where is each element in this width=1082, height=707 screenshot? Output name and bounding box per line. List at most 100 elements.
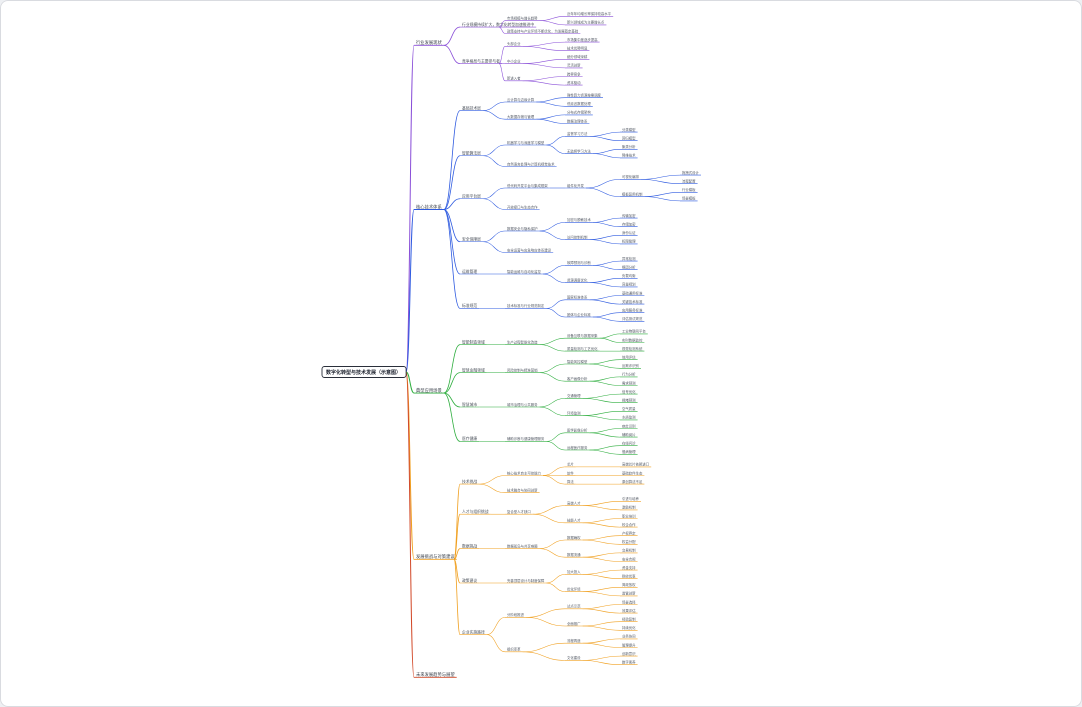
topic-node[interactable]: 分阶段推进 [505,612,526,618]
topic-node[interactable]: 风险控制与精准营销 [505,367,540,373]
topic-node[interactable]: 智能运维与自动化监控 [505,269,543,275]
topic-node[interactable]: 高端芯片依赖进口 [620,462,652,468]
topic-node[interactable]: 资金支持 [620,565,638,571]
topic-node[interactable]: 回归模型 [620,136,638,141]
topic-node[interactable]: 人才与组织挑战 [460,509,491,515]
topic-node[interactable]: 反欺诈识别 [620,363,641,369]
branch-node[interactable]: 未来发展趋势与展望 [414,671,457,678]
topic-node[interactable]: 简政放权 [620,582,638,588]
topic-node[interactable]: 数字素养 [620,660,638,666]
topic-node[interactable]: 场景模板 [680,196,698,202]
topic-node[interactable]: 行为分析 [620,372,638,378]
topic-node[interactable]: 开放接口与生态合作 [505,204,540,210]
topic-node[interactable]: 加密与脱敏技术 [565,217,593,223]
topic-node[interactable]: 机器学习与深度学习模型 [505,140,547,146]
topic-node[interactable]: 视觉检测系统 [620,346,645,352]
topic-node[interactable]: 技术优势明显 [565,46,590,52]
topic-node[interactable]: 原创算法不足 [620,479,645,485]
topic-node[interactable]: 信用评估 [620,355,638,361]
topic-node[interactable]: 细分领域深耕 [565,54,590,60]
topic-node[interactable]: 校企合作 [620,522,638,528]
topic-node[interactable]: 医学影像分析 [565,428,590,434]
topic-node[interactable]: 激励机制 [620,505,638,511]
topic-node[interactable]: 病灶识别 [620,423,638,429]
topic-node[interactable]: 容量规划 [620,282,638,288]
topic-node[interactable]: 拖拽式设计 [680,170,701,176]
topic-node[interactable]: 监管创新 [620,591,638,597]
topic-node[interactable]: 访问控制机制 [565,234,590,240]
topic-node[interactable]: 智慧城市 [460,402,480,408]
topic-node[interactable]: 数据安全与隐私保护 [505,226,540,232]
topic-node[interactable]: 产权界定 [620,531,638,537]
topic-node[interactable]: 负载均衡 [620,273,638,279]
topic-node[interactable]: 算法 [565,479,576,485]
topic-node[interactable]: 行业模板 [680,187,698,193]
topic-node[interactable]: 试点示范 [565,604,583,610]
branch-node[interactable]: 行业发展现状 [414,39,444,46]
topic-node[interactable]: 市场规模与增长趋势 [505,15,540,21]
branch-node[interactable]: 典型应用场景 [414,387,444,394]
topic-node[interactable]: 模板复用机制 [620,191,645,197]
topic-node[interactable]: 政策建议 [460,578,480,584]
topic-node[interactable]: 传输加密 [620,213,638,219]
topic-node[interactable]: 市场集中度逐步提高 [565,37,600,43]
topic-node[interactable]: 身份认证 [620,230,638,236]
topic-node[interactable]: 信号优化 [620,389,638,395]
topic-node[interactable]: 监督学习方法 [565,131,590,137]
topic-node[interactable]: 经验复制 [620,617,638,623]
topic-node[interactable]: 完善顶层设计与制度保障 [505,578,547,584]
topic-node[interactable]: 需求预测 [620,380,638,386]
topic-node[interactable]: 流程再造 [565,638,583,644]
topic-node[interactable]: 新进入者 [505,76,523,82]
topic-node[interactable]: 基础软件生态 [620,470,645,476]
topic-node[interactable]: 组织变革 [505,647,523,653]
branch-node[interactable]: 核心技术体系 [414,203,444,210]
topic-node[interactable]: 企业实施路径 [460,629,487,635]
topic-node[interactable]: 持续优化 [620,625,638,631]
topic-node[interactable]: 近年年均增长率保持较高水平 [565,11,614,17]
topic-node[interactable]: 根因分析 [620,265,638,271]
topic-node[interactable]: 空气质量 [620,406,638,412]
topic-node[interactable]: 故障预测与诊断 [565,260,593,266]
topic-node[interactable]: 智慧金融领域 [460,367,487,373]
topic-node[interactable]: 在线问诊 [620,441,638,447]
topic-node[interactable]: 加大投入 [565,569,583,575]
branch-node[interactable]: 发展挑战与对策建议 [414,553,457,560]
topic-node[interactable]: 低延迟数据处理 [565,101,593,107]
topic-node[interactable]: 行业规模持续扩大，数字化转型加速推进中 [460,22,537,28]
topic-node[interactable]: 运维管理 [460,269,480,275]
topic-node[interactable]: 慢病管理 [620,449,638,455]
topic-node[interactable]: 国家标准体系 [565,295,590,301]
topic-node[interactable]: 引进与培养 [620,496,641,502]
topic-node[interactable]: 管理提升 [620,642,638,648]
topic-node[interactable]: 拥堵预测 [620,398,638,404]
root-node[interactable]: 数字化转型与技术发展（示意图） [321,366,407,378]
topic-node[interactable]: 头部企业 [505,41,523,47]
topic-node[interactable]: 税收优惠 [620,574,638,580]
topic-node[interactable]: 数据治理体系 [565,118,590,124]
topic-node[interactable]: 竞争格局与主要参与者 [460,58,502,64]
topic-node[interactable]: 芯片 [565,462,576,468]
topic-node[interactable]: 团体与企业标准 [565,312,593,318]
topic-node[interactable]: 标准规范 [460,303,480,309]
topic-node[interactable]: 安全运营与应急响应体系建设 [505,247,554,253]
topic-node[interactable]: 生产过程智能化改造 [505,339,540,345]
topic-node[interactable]: 政策支持与产业环境不断优化，为发展奠定基础 [505,28,581,34]
topic-node[interactable]: 环境监测 [565,410,583,416]
topic-node[interactable]: 远程医疗服务 [565,445,590,451]
topic-node[interactable]: 辅助阅片 [620,432,638,438]
topic-node[interactable]: 技术融合与协同创新 [505,488,540,494]
topic-node[interactable]: 辅助诊断与健康管理服务 [505,436,547,442]
topic-node[interactable]: 自然语言处理与计算机视觉技术 [505,161,557,167]
topic-node[interactable]: 创新意识 [620,651,638,657]
topic-node[interactable]: 智能制造领域 [460,339,487,345]
topic-node[interactable]: 权限管理 [620,239,638,245]
topic-node[interactable]: 弹性算力资源按需调度 [565,93,603,98]
topic-node[interactable]: 无监督学习方法 [565,148,593,154]
topic-node[interactable]: 智能算法层 [460,151,483,157]
topic-node[interactable]: 基础技术层 [460,105,483,111]
topic-node[interactable]: 安全保障层 [460,237,483,243]
topic-node[interactable]: 效果评估 [620,608,638,614]
topic-node[interactable]: 智能风控模型 [565,359,590,365]
topic-node[interactable]: 职业培训 [620,513,638,519]
